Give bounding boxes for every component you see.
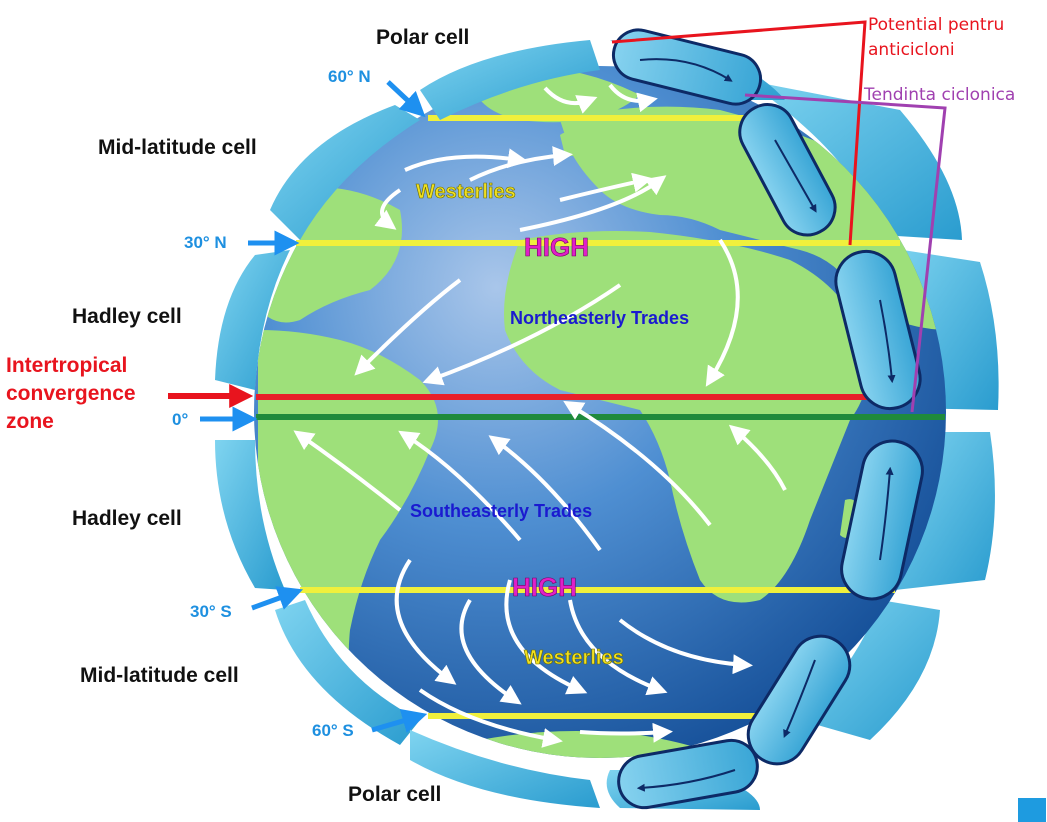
- latitude-pointers: [200, 80, 428, 733]
- southeasterly-trades-label: Southeasterly Trades: [410, 501, 593, 521]
- right-cell-pads: [606, 40, 999, 810]
- latitude-30n-label: 30° N: [184, 233, 227, 252]
- mid-latitude-cell-top-label: Mid-latitude cell: [98, 136, 257, 159]
- corner-square: [1018, 798, 1046, 822]
- high-pressure-south-label: HIGH: [512, 572, 578, 603]
- latitude-30s-label: 30° S: [190, 602, 232, 621]
- northeasterly-trades-label: Northeasterly Trades: [510, 308, 690, 328]
- itcz-label-line2: convergence: [6, 382, 136, 405]
- westerlies-south-label: Westerlies: [524, 647, 624, 670]
- left-cell-pads: [215, 40, 600, 808]
- anticyclone-annotation: Potential pentru anticicloni: [868, 13, 1004, 63]
- itcz-label-line3: zone: [6, 410, 54, 433]
- cyclonic-connector: [744, 93, 947, 413]
- itcz-label: Intertropical convergence zone: [6, 352, 136, 436]
- wind-arrows: [293, 83, 787, 748]
- circulation-loops: [611, 28, 924, 810]
- itcz-label-line1: Intertropical: [6, 354, 128, 377]
- westerlies-north-label: Westerlies: [416, 181, 516, 204]
- anticyclone-annotation-line2: anticicloni: [868, 40, 955, 60]
- latitude-60n-label: 60° N: [328, 67, 371, 86]
- cyclonic-annotation: Tendinta ciclonica: [864, 85, 1016, 105]
- latitude-60s-label: 60° S: [312, 721, 354, 740]
- anticyclone-annotation-line1: Potential pentru: [868, 15, 1005, 35]
- high-pressure-north-label: HIGH: [524, 232, 590, 263]
- polar-cell-top-label: Polar cell: [376, 26, 470, 49]
- latitude-equator-label: 0°: [172, 410, 189, 429]
- polar-cell-bottom-label: Polar cell: [348, 783, 442, 806]
- hadley-cell-top-label: Hadley cell: [72, 305, 182, 328]
- anticyclone-connector: [611, 20, 867, 246]
- hadley-cell-bottom-label: Hadley cell: [72, 507, 182, 530]
- mid-latitude-cell-bottom-label: Mid-latitude cell: [80, 664, 239, 687]
